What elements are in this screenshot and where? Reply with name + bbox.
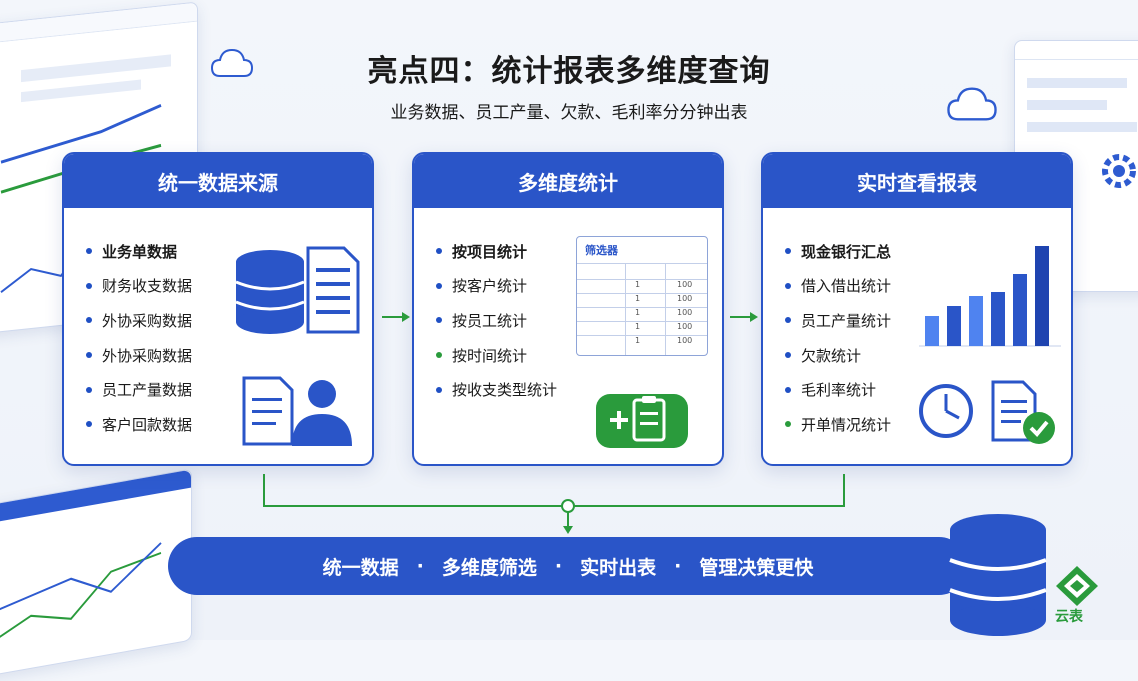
card-multi-dimension-stats: 多维度统计 按项目统计 按客户统计 按员工统计 按时间统计 按收支类型统计 筛选… bbox=[412, 152, 724, 466]
filter-row: 1 100 bbox=[577, 279, 707, 294]
summary-separator: · bbox=[554, 555, 563, 577]
list-item: 按项目统计 bbox=[436, 234, 557, 269]
clock-icon bbox=[919, 384, 973, 438]
document-check-icon bbox=[991, 380, 1055, 444]
summary-item: 实时出表 bbox=[580, 556, 657, 579]
summary-item: 多维度筛选 bbox=[441, 556, 537, 579]
card-title: 实时查看报表 bbox=[763, 154, 1071, 208]
list-item: 毛利率统计 bbox=[785, 372, 891, 407]
user-document-icon bbox=[242, 376, 352, 446]
filter-row: 1 100 bbox=[577, 335, 707, 350]
list-item: 财务收支数据 bbox=[86, 269, 192, 304]
cloud-icon bbox=[210, 48, 254, 77]
card-item-list: 业务单数据 财务收支数据 外协采购数据 外协采购数据 员工产量数据 客户回款数据 bbox=[86, 234, 192, 442]
summary-separator: · bbox=[674, 555, 682, 577]
list-item: 按客户统计 bbox=[436, 269, 557, 304]
cloud-icon bbox=[947, 87, 997, 121]
card-unified-data-source: 统一数据来源 业务单数据 财务收支数据 外协采购数据 外协采购数据 员工产量数据… bbox=[62, 152, 374, 466]
logo-text: 云表 bbox=[1055, 609, 1083, 625]
list-item: 现金银行汇总 bbox=[785, 234, 891, 269]
database-icon bbox=[235, 246, 360, 334]
page-title: 亮点四：统计报表多维度查询 bbox=[367, 54, 771, 89]
clipboard-add-icon bbox=[596, 394, 688, 448]
card-item-list: 按项目统计 按客户统计 按员工统计 按时间统计 按收支类型统计 bbox=[436, 234, 557, 407]
list-item: 客户回款数据 bbox=[86, 407, 192, 442]
filter-row: 1 100 bbox=[577, 321, 707, 336]
card-realtime-reports: 实时查看报表 现金银行汇总 借入借出统计 员工产量统计 欠款统计 毛利率统计 开… bbox=[761, 152, 1073, 466]
card-item-list: 现金银行汇总 借入借出统计 员工产量统计 欠款统计 毛利率统计 开单情况统计 bbox=[785, 234, 891, 442]
arrow-right-icon bbox=[730, 312, 758, 322]
filter-panel-title: 筛选器 bbox=[585, 244, 618, 257]
list-item: 按时间统计 bbox=[436, 338, 557, 373]
card-title: 多维度统计 bbox=[414, 154, 722, 208]
filter-row: 1 100 bbox=[577, 293, 707, 308]
gear-icon bbox=[1102, 154, 1136, 188]
list-item: 外协采购数据 bbox=[86, 303, 192, 338]
arrow-right-icon bbox=[382, 312, 410, 322]
summary-separator: · bbox=[416, 555, 424, 577]
list-item: 按员工统计 bbox=[436, 303, 557, 338]
bg-window-bottom-left bbox=[0, 468, 192, 680]
page-subtitle: 业务数据、员工产量、欠款、毛利率分分钟出表 bbox=[390, 103, 748, 123]
filter-row: 1 100 bbox=[577, 307, 707, 322]
card-title: 统一数据来源 bbox=[64, 154, 372, 208]
list-item: 员工产量统计 bbox=[785, 303, 891, 338]
list-item: 外协采购数据 bbox=[86, 338, 192, 373]
logo-icon bbox=[1056, 566, 1098, 606]
connector-lines bbox=[263, 474, 845, 534]
bar-chart-icon bbox=[919, 246, 1061, 347]
list-item: 借入借出统计 bbox=[785, 269, 891, 304]
summary-item: 管理决策更快 bbox=[699, 556, 814, 579]
list-item: 按收支类型统计 bbox=[436, 372, 557, 407]
filter-panel: 筛选器 1 100 1 100 1 100 1 100 1 100 bbox=[576, 236, 708, 356]
database-icon bbox=[949, 514, 1047, 636]
summary-item: 统一数据 bbox=[322, 556, 399, 579]
list-item: 业务单数据 bbox=[86, 234, 192, 269]
document-icon bbox=[306, 246, 360, 334]
list-item: 员工产量数据 bbox=[86, 372, 192, 407]
list-item: 开单情况统计 bbox=[785, 407, 891, 442]
summary-bar: 统一数据 · 多维度筛选 · 实时出表 · 管理决策更快 bbox=[168, 537, 968, 595]
list-item: 欠款统计 bbox=[785, 338, 891, 373]
